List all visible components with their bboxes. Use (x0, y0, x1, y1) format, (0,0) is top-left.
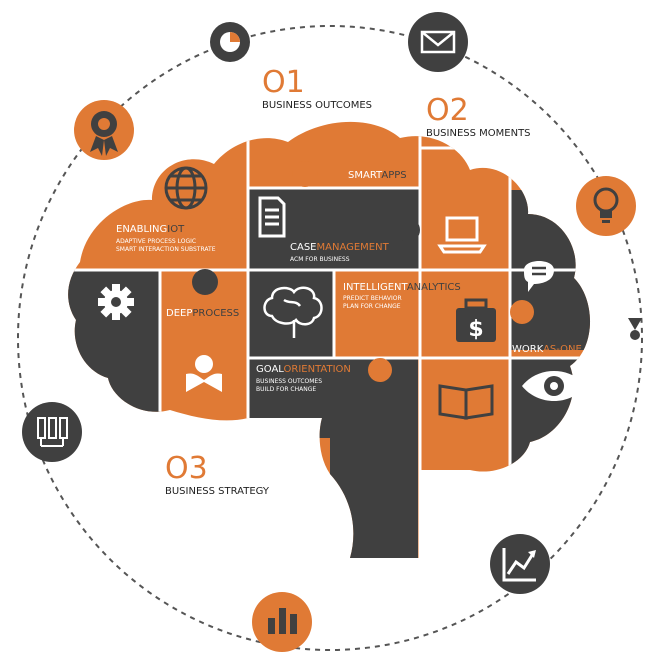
enabling-iot-label: ENABLINGIOT (116, 224, 185, 235)
ring-arrow (628, 318, 642, 330)
intelligent-analytics-label: INTELLIGENTANALYTICS (343, 282, 461, 293)
section-2-title: BUSINESS MOMENTS (426, 128, 531, 139)
section-3-number: O3 (165, 451, 208, 486)
section-2-number: O2 (426, 93, 469, 128)
line-graph-icon (490, 534, 550, 594)
dollar-sign-icon: $ (468, 317, 483, 342)
section-1-title: BUSINESS OUTCOMES (262, 100, 372, 111)
ring-dot (630, 330, 640, 340)
enabling-iot-sub1: ADAPTIVE PROCESS LOGIC (116, 238, 196, 245)
work-as-one-label: WORKAS-ONE (512, 344, 582, 355)
section-1-number: O1 (262, 65, 305, 100)
bar-chart-icon (252, 592, 312, 652)
reader-person-icon (186, 355, 222, 392)
smart-apps-label: SMARTAPPS (348, 170, 407, 181)
money-bag-icon (456, 298, 496, 342)
puzzle-knobs (133, 161, 534, 452)
award-ribbon-icon (74, 100, 134, 160)
case-management-sub1: ACM FOR BUSINESS (290, 256, 350, 263)
piece-stem (330, 400, 418, 558)
chat-bubble-icon (524, 261, 554, 292)
globe-icon (164, 166, 208, 210)
pie-chart-icon (210, 22, 250, 62)
intelligent-analytics-sub1: PREDICT BEHAVIOR (343, 295, 402, 302)
server-rack-icon (22, 402, 82, 462)
brain-shape (68, 121, 591, 558)
brain-outline-icon (263, 286, 323, 338)
intelligent-analytics-sub2: PLAN FOR CHANGE (343, 303, 401, 310)
lightbulb-icon (576, 176, 636, 236)
envelope-icon (408, 12, 468, 72)
goal-orientation-sub2: BUILD FOR CHANGE (256, 386, 316, 393)
piece-case-management (248, 188, 420, 270)
goal-orientation-sub1: BUSINESS OUTCOMES (256, 378, 322, 385)
goal-orientation-label: GOALORIENTATION (256, 364, 351, 375)
section-3-title: BUSINESS STRATEGY (165, 486, 270, 497)
document-icon (258, 196, 286, 238)
eye-icon (522, 371, 586, 401)
laptop-icon (437, 216, 487, 254)
open-book-icon (438, 384, 494, 420)
case-management-label: CASEMANAGEMENT (290, 242, 390, 253)
gear-icon (98, 284, 134, 320)
deep-process-label: DEEPPROCESS (166, 308, 239, 319)
enabling-iot-sub2: SMART INTERACTION SUBSTRATE (116, 246, 216, 253)
dashed-ring (17, 25, 643, 651)
